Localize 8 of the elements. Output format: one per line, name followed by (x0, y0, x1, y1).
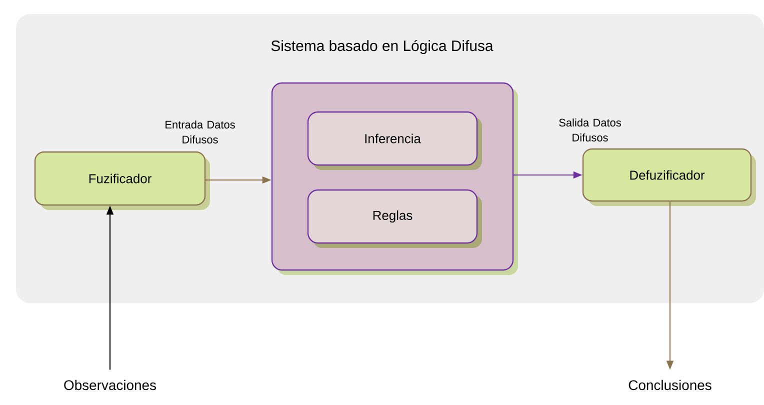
edge-label: Salida Datos Difusos (559, 118, 621, 142)
terminal-text: Observaciones (64, 380, 156, 390)
edge-label: Entrada Datos Difusos (166, 120, 235, 144)
process-box: Defuzificador (582, 148, 756, 206)
process-box: Reglas (307, 189, 482, 248)
process-box: Inferencia (307, 111, 482, 170)
process-box: Fuzificador (34, 151, 210, 210)
terminal-text: Conclusiones (628, 380, 712, 390)
